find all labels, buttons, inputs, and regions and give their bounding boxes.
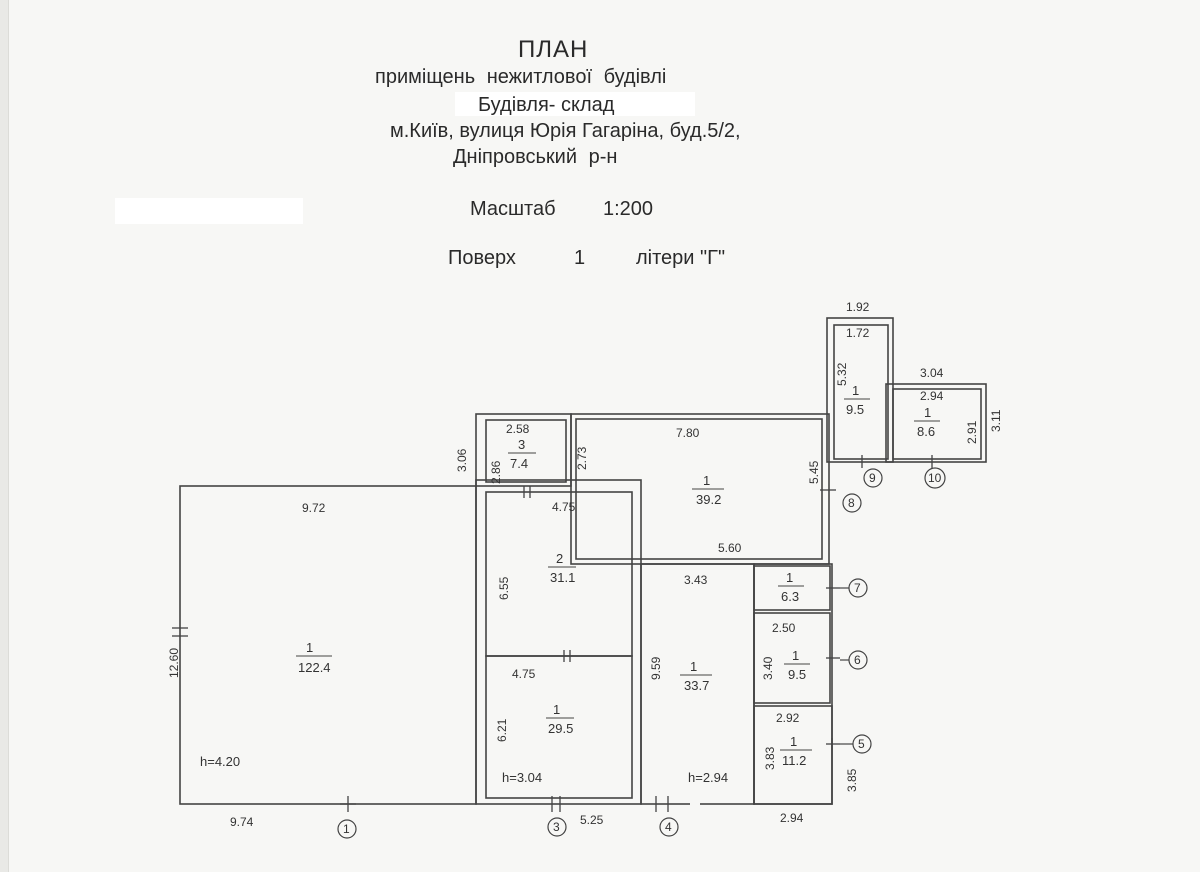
- room-122-area: 122.4: [298, 660, 331, 675]
- axis-marker-9: 9: [869, 471, 876, 485]
- dim-2-73: 2.73: [575, 446, 589, 470]
- wall-room-39-inner: [575, 418, 823, 560]
- room-39-number: 1: [703, 473, 710, 488]
- dim-1-72: 1.72: [846, 326, 870, 340]
- dim-3-11: 3.11: [989, 409, 1003, 432]
- scan-page-edge: [0, 0, 9, 872]
- dim-2-58: 2.58: [506, 422, 530, 436]
- room-39-area: 39.2: [696, 492, 721, 507]
- address-line: м.Київ, вулиця Юрія Гагаріна, буд.5/2,: [390, 120, 741, 142]
- room-9-5a-area: 9.5: [846, 402, 864, 417]
- axis-marker-6: 6: [854, 653, 861, 667]
- subtitle-line-1: приміщень нежитлової будівлі: [375, 66, 667, 88]
- room-29-area: 29.5: [548, 721, 573, 736]
- room-33-number: 1: [690, 659, 697, 674]
- dim-5-25: 5.25: [580, 813, 604, 827]
- height-label-2: h=3.04: [502, 770, 542, 785]
- axis-marker-3: 3: [553, 820, 560, 834]
- letter-label: літери "Г": [636, 247, 726, 269]
- dim-5-32: 5.32: [835, 362, 849, 386]
- wall-block-center: [475, 479, 642, 805]
- floor-label: Поверх: [448, 247, 516, 269]
- wall-room-95a-inner: [833, 324, 889, 460]
- room-122-number: 1: [306, 640, 313, 655]
- room-7-number: 3: [518, 437, 525, 452]
- room-31-area: 31.1: [550, 570, 575, 585]
- height-label-3: h=2.94: [688, 770, 728, 785]
- room-11-2-area: 11.2: [782, 753, 806, 768]
- dim-1-92: 1.92: [846, 300, 870, 314]
- dim-3-43: 3.43: [684, 573, 708, 587]
- dim-2-86: 2.86: [489, 460, 503, 484]
- dim-3-06: 3.06: [455, 448, 469, 472]
- room-7-area: 7.4: [510, 456, 528, 471]
- room-33-area: 33.7: [684, 678, 709, 693]
- wall-room-29-inner: [485, 655, 633, 799]
- room-9-5b-area: 9.5: [788, 667, 806, 682]
- dim-9-59: 9.59: [649, 656, 663, 680]
- axis-marker-4: 4: [665, 820, 672, 834]
- room-11-2-number: 1: [790, 734, 797, 749]
- dim-3-40: 3.40: [761, 656, 775, 680]
- dim-4-75-top: 4.75: [552, 500, 576, 514]
- dim-12-60: 12.60: [167, 648, 181, 678]
- room-9-5b-number: 1: [792, 648, 799, 663]
- dim-2-91: 2.91: [965, 420, 979, 444]
- room-8-6-area: 8.6: [917, 424, 935, 439]
- axis-marker-5: 5: [858, 737, 865, 751]
- dim-7-80: 7.80: [676, 426, 700, 440]
- axis-marker-7: 7: [854, 581, 861, 595]
- district-line: Дніпровський р-н: [453, 146, 618, 168]
- dim-2-94-right: 2.94: [920, 389, 944, 403]
- wall-room-7-inner: [485, 419, 567, 483]
- axis-marker-8: 8: [848, 496, 855, 510]
- dim-2-94-bottom: 2.94: [780, 811, 804, 825]
- room-9-5a-number: 1: [852, 383, 859, 398]
- dim-2-50: 2.50: [772, 621, 796, 635]
- axis-marker-10: 10: [928, 471, 942, 485]
- dim-9-74: 9.74: [230, 815, 254, 829]
- dim-6-21: 6.21: [495, 718, 509, 742]
- subtitle-line-2: Будівля- склад: [478, 94, 615, 116]
- wall-room-86-inner: [892, 388, 982, 460]
- wall-room-86: [885, 383, 987, 463]
- scale-value: 1:200: [603, 198, 654, 220]
- room-6-3-area: 6.3: [781, 589, 799, 604]
- dim-9-72: 9.72: [302, 501, 326, 515]
- dim-5-60: 5.60: [718, 541, 742, 555]
- dim-5-45: 5.45: [807, 460, 821, 484]
- wall-room-11: [753, 705, 833, 805]
- dim-6-55: 6.55: [497, 576, 511, 600]
- plan-title: ПЛАН: [518, 36, 589, 63]
- floor-value: 1: [574, 247, 586, 269]
- height-label-1: h=4.20: [200, 754, 240, 769]
- dim-3-83: 3.83: [763, 746, 777, 770]
- dim-3-85: 3.85: [845, 768, 859, 792]
- dim-3-04: 3.04: [920, 366, 944, 380]
- axis-marker-1: 1: [343, 822, 350, 836]
- room-6-3-number: 1: [786, 570, 793, 585]
- room-31-number: 2: [556, 551, 563, 566]
- scale-label: Масштаб: [470, 198, 556, 220]
- dim-4-75-mid: 4.75: [512, 667, 536, 681]
- redacted-block-top: [455, 92, 695, 116]
- room-8-6-number: 1: [924, 405, 931, 420]
- redacted-block-left: [115, 198, 303, 224]
- dim-2-92: 2.92: [776, 711, 800, 725]
- room-29-number: 1: [553, 702, 560, 717]
